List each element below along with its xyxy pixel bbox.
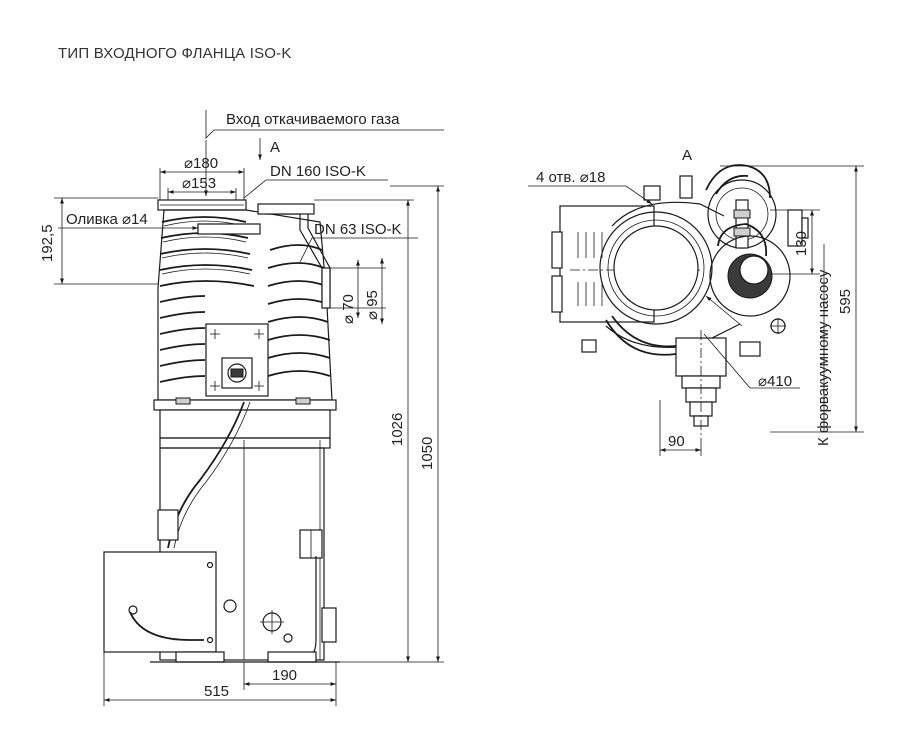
inlet-circle — [613, 225, 699, 311]
dn63-flange — [321, 267, 331, 309]
connector-icon — [227, 363, 247, 383]
view-a-title: A — [682, 147, 692, 164]
view-a-arrow-label: A — [270, 139, 280, 156]
box-cable — [129, 611, 204, 641]
dim-dn160: DN 160 ISO-K — [270, 163, 366, 180]
dim-d95: ⌀ 95 — [364, 290, 381, 320]
dim-515: 515 — [204, 683, 229, 700]
dim-d153: ⌀153 — [182, 175, 216, 192]
dimensions-right: 4 отв. ⌀18 ⌀410 90 130 595 К форвакуумно… — [528, 165, 864, 456]
dim-dn63: DN 63 ISO-K — [314, 221, 402, 238]
dimensions-left: Вход откачиваемого газа A ⌀180 ⌀153 DN 1… — [39, 110, 444, 706]
foot-right — [267, 651, 317, 663]
dim-d180: ⌀180 — [184, 155, 218, 172]
control-box — [103, 551, 217, 653]
dim-192-5: 192,5 — [39, 224, 56, 262]
dim-holes: 4 отв. ⌀18 — [536, 169, 605, 186]
pump-body-circle — [599, 211, 713, 325]
gas-inlet-label: Вход откачиваемого газа — [226, 111, 400, 128]
dim-190: 190 — [272, 667, 297, 684]
dim-d410: ⌀410 — [758, 373, 792, 390]
foot-left — [175, 651, 225, 663]
dim-595: 595 — [837, 289, 854, 314]
olivka-nipple — [197, 223, 261, 235]
dim-d70: ⌀ 70 — [340, 294, 357, 324]
forevac-label: К форвакуумному насосу — [815, 269, 832, 446]
pump-front-view — [103, 199, 340, 663]
pump-top-view: A — [551, 147, 809, 440]
dim-olivka: Оливка ⌀14 — [66, 211, 148, 228]
foreline-ring — [709, 235, 791, 317]
dim-90: 90 — [668, 433, 685, 450]
dim-1026: 1026 — [389, 413, 406, 446]
dim-130: 130 — [793, 231, 810, 256]
drawing-title: ТИП ВХОДНОГО ФЛАНЦА ISO-K — [58, 45, 292, 62]
dim-1050: 1050 — [419, 437, 436, 470]
coil-loops-top — [705, 164, 777, 249]
